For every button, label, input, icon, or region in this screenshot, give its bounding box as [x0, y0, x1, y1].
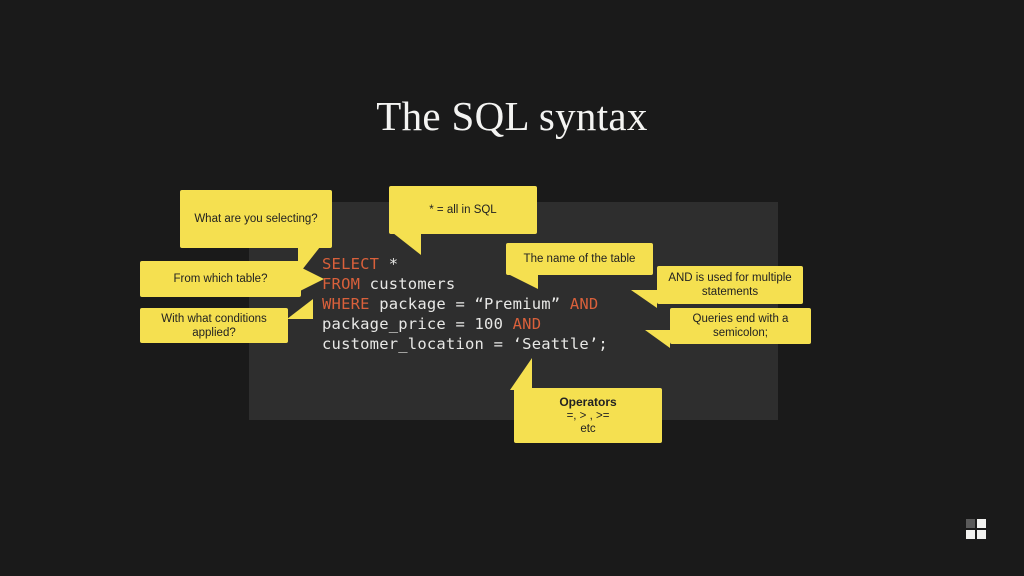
callout-text: From which table?	[173, 273, 268, 285]
callout-tail	[287, 299, 313, 319]
grid-logo	[966, 519, 988, 541]
callout-text: What are you selecting?	[194, 213, 318, 225]
sql-keyword: WHERE	[322, 295, 370, 313]
callout-from-which-table[interactable]: From which table?	[140, 261, 324, 297]
callout-text: With what conditions applied?	[161, 312, 267, 339]
code-line: customer_location = ‘Seattle’;	[322, 334, 608, 354]
sql-text: customer_location = ‘Seattle’;	[322, 335, 608, 353]
page-title: The SQL syntax	[376, 93, 648, 139]
sql-keyword: AND	[512, 315, 542, 333]
sql-text: package_price = 100	[322, 315, 513, 333]
sql-keyword: AND	[569, 295, 599, 313]
code-line: FROM customers	[322, 274, 608, 294]
callout-tail	[508, 274, 538, 289]
callout-text: =, > , >= etc	[566, 409, 610, 435]
sql-text: *	[379, 255, 399, 273]
callout-star-all-in-sql[interactable]: * = all in SQL	[389, 186, 537, 255]
callout-queries-end-semicolon[interactable]: Queries end with a semicolon;	[645, 308, 811, 348]
sql-keyword: FROM	[322, 275, 361, 293]
callout-name-of-the-table[interactable]: The name of the table	[506, 243, 653, 289]
logo-square-4	[977, 530, 986, 539]
sql-text: package = “Premium”	[369, 295, 570, 313]
callout-tail	[300, 267, 324, 291]
logo-square-1	[966, 519, 975, 528]
callout-text: * = all in SQL	[429, 204, 497, 216]
callout-text: AND is used for multiple statements	[668, 272, 792, 298]
logo-square-2	[977, 519, 986, 528]
callout-tail	[645, 330, 670, 348]
callout-with-what-conditions[interactable]: With what conditions applied?	[140, 299, 313, 343]
code-line: package_price = 100 AND	[322, 314, 608, 334]
sql-keyword: SELECT	[322, 255, 380, 273]
callout-tail	[510, 358, 532, 390]
code-line: SELECT *	[322, 254, 608, 274]
code-line: WHERE package = “Premium” AND	[322, 294, 608, 314]
callout-what-are-you-selecting[interactable]: What are you selecting?	[180, 190, 332, 275]
callout-text: The name of the table	[523, 253, 636, 265]
callout-title: Operators	[559, 394, 617, 409]
logo-square-3	[966, 530, 975, 539]
callout-and-multiple-statements[interactable]: AND is used for multiple statements	[631, 266, 803, 308]
sql-text: customers	[360, 275, 456, 293]
callout-operators[interactable]: Operators =, > , >= etc	[510, 358, 662, 443]
callout-tail	[631, 290, 657, 308]
callout-tail	[393, 233, 421, 255]
callout-text: Queries end with a semicolon;	[692, 313, 789, 339]
